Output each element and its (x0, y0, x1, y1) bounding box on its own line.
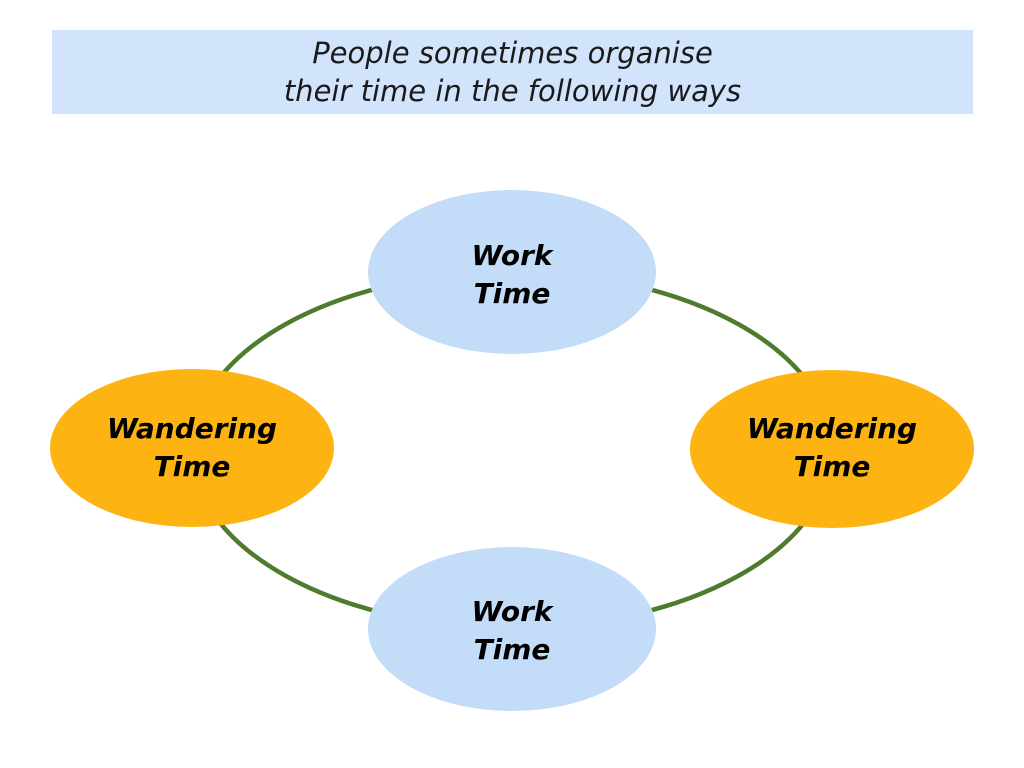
node-work-time-top: Work Time (368, 190, 656, 354)
title-banner: People sometimes organise their time in … (52, 30, 973, 114)
node-wandering-time-right-ellipse (690, 370, 974, 528)
node-work-time-top-label-line1: Work (471, 239, 554, 272)
node-work-time-bottom: Work Time (368, 547, 656, 711)
title-line-1: People sometimes organise (312, 36, 713, 70)
node-wandering-time-left-label-line1: Wandering (107, 412, 277, 445)
node-wandering-time-left-label-line2: Time (154, 450, 231, 483)
node-work-time-top-label-line2: Time (474, 277, 551, 310)
node-wandering-time-right-label-line2: Time (794, 450, 871, 483)
node-work-time-top-ellipse (368, 190, 656, 354)
node-wandering-time-left: Wandering Time (50, 369, 334, 527)
title-line-2: their time in the following ways (283, 74, 742, 108)
node-work-time-bottom-label-line1: Work (471, 595, 554, 628)
node-wandering-time-right: Wandering Time (690, 370, 974, 528)
node-wandering-time-right-label-line1: Wandering (747, 412, 917, 445)
node-wandering-time-left-ellipse (50, 369, 334, 527)
node-work-time-bottom-label-line2: Time (474, 633, 551, 666)
node-work-time-bottom-ellipse (368, 547, 656, 711)
